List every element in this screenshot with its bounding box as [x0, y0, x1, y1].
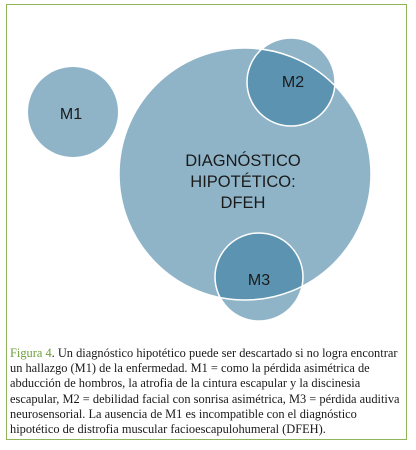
m3-circle-outline — [214, 232, 304, 322]
m2-circle-outline — [246, 37, 336, 127]
venn-diagram: M1 M2 M3 DIAGNÓSTICO HIPOTÉTICO: DFEH — [28, 37, 372, 322]
main-circle-outline — [118, 47, 372, 301]
caption-text: . Un diagnóstico hipotético puede ser de… — [10, 346, 400, 437]
m1-label: M1 — [60, 106, 82, 123]
figure-label: Figura 4 — [10, 346, 52, 360]
m2-label: M2 — [282, 74, 304, 91]
main-label-line-1: DIAGNÓSTICO — [185, 151, 301, 170]
m3-label: M3 — [248, 272, 270, 289]
main-label-line-2: HIPOTÉTICO: — [190, 172, 295, 191]
m1-circle — [28, 67, 118, 157]
figure-caption: Figura 4. Un diagnóstico hipotético pued… — [10, 346, 406, 437]
main-label-line-3: DFEH — [221, 194, 266, 212]
